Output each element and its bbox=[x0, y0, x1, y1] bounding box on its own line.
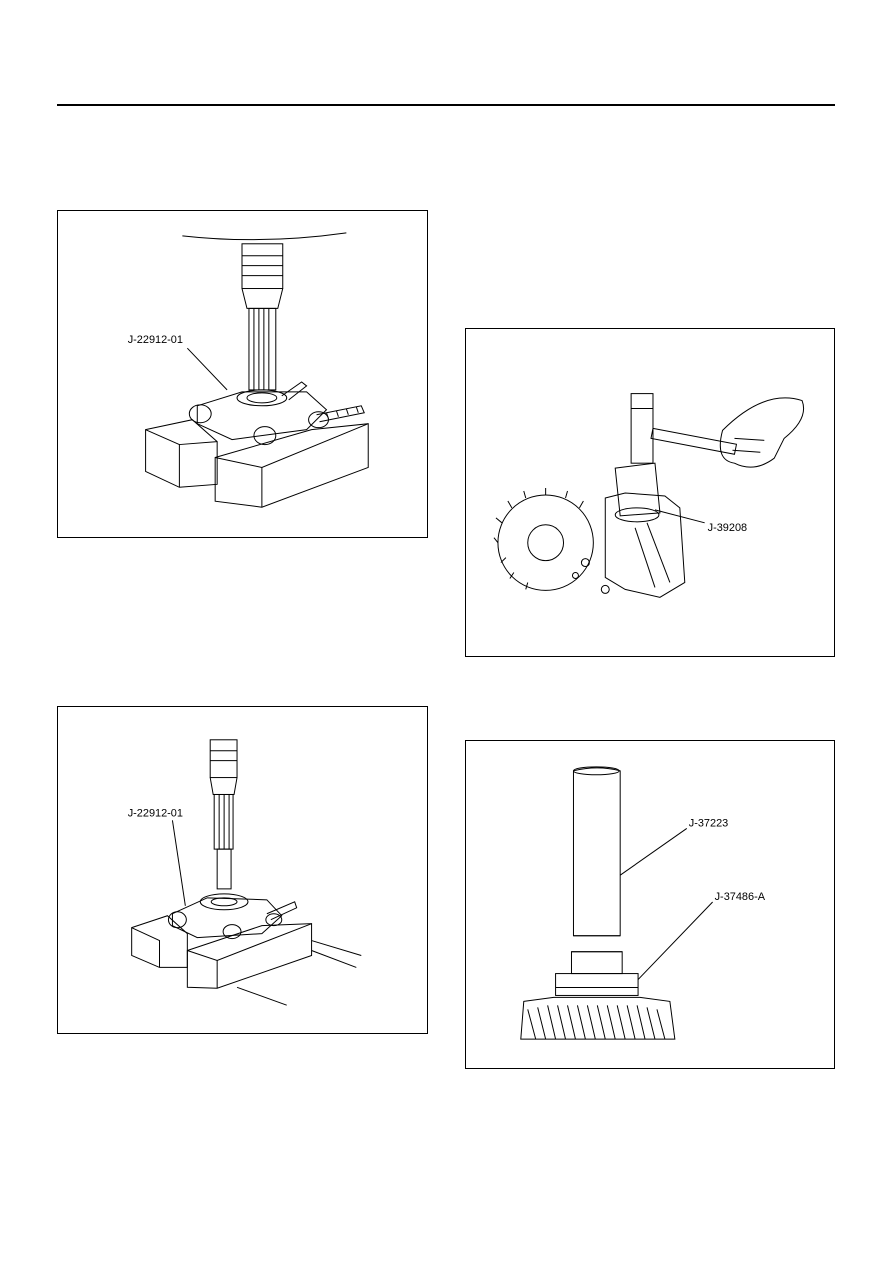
tool-label-j22912-second: J-22912-01 bbox=[128, 807, 183, 819]
illustration-press-puller: J-22912-01 bbox=[128, 232, 369, 508]
illustration-driver-installer: J-37223 J-37486-A bbox=[520, 766, 766, 1040]
header-rule bbox=[57, 104, 835, 106]
figure-press-bearing-puller-top: J-22912-01 bbox=[57, 210, 428, 538]
figure-press-bearing-puller-bottom: J-22912-01 bbox=[57, 706, 428, 1034]
tool-label-j37486a: J-37486-A bbox=[715, 891, 766, 903]
tool-label-j22912: J-22912-01 bbox=[128, 334, 183, 346]
tool-label-j39208: J-39208 bbox=[708, 522, 747, 534]
illustration-press-puller-2: J-22912-01 bbox=[128, 739, 362, 1006]
illustration-hammer-installer: J-39208 bbox=[493, 393, 805, 598]
figure-driver-on-gear: J-37223 J-37486-A bbox=[465, 740, 835, 1069]
tool-label-j37223: J-37223 bbox=[689, 817, 728, 829]
figure-seal-installer-hammer: J-39208 bbox=[465, 328, 835, 657]
